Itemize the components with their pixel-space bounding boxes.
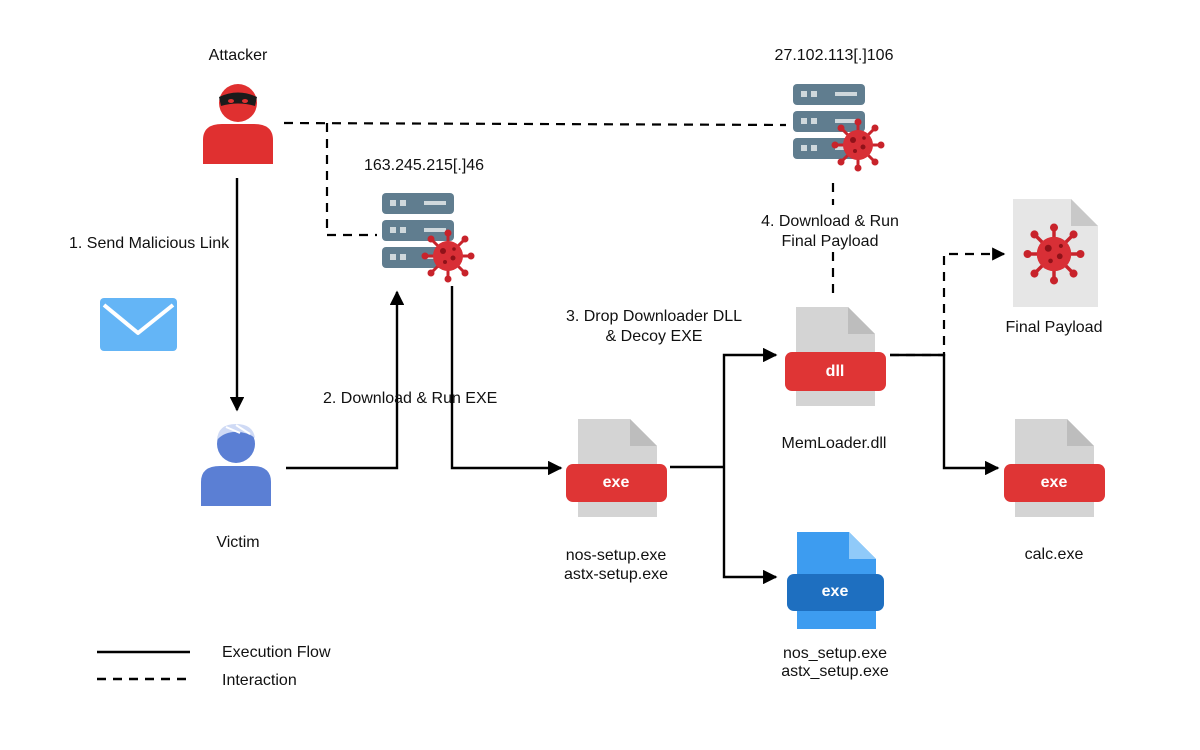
server2-ip-label: 27.102.113[.]106 — [774, 47, 894, 64]
attacker-icon — [203, 84, 273, 164]
arrow-server1-exe — [450, 286, 563, 476]
memloader-dll-file-icon — [785, 307, 886, 406]
memloader-label: MemLoader.dll — [781, 435, 887, 452]
calc-exe-label: calc.exe — [1024, 546, 1084, 563]
dashed-attacker-server2 — [283, 121, 787, 127]
step2-label: 2. Download & Run EXE — [323, 390, 498, 407]
setup-exe-badge-text: exe — [602, 474, 630, 491]
victim-label: Victim — [216, 534, 260, 551]
setup-exe-name-2: astx-setup.exe — [563, 566, 669, 583]
calc-exe-file-icon — [1004, 419, 1105, 517]
final-payload-file-icon — [1013, 199, 1098, 307]
final-payload-label: Final Payload — [1005, 319, 1103, 336]
calc-exe-badge-text: exe — [1040, 474, 1068, 491]
step1-label: 1. Send Malicious Link — [69, 235, 230, 252]
setup-exe-name-1: nos-setup.exe — [565, 547, 667, 564]
dashed-to-final-payload — [890, 247, 1006, 357]
arrow-to-decoy-exe — [722, 467, 778, 585]
legend-execution-label: Execution Flow — [222, 644, 331, 661]
decoy-exe-badge-text: exe — [821, 583, 849, 600]
server-27-icon — [793, 84, 886, 173]
dashed-attacker-server1 — [325, 123, 377, 237]
step3-label-2: & Decoy EXE — [605, 328, 703, 345]
server1-ip-label: 163.245.215[.]46 — [363, 157, 485, 174]
dll-badge-text: dll — [825, 363, 845, 380]
arrow-to-dll — [722, 347, 778, 467]
decoy-exe-file-icon — [787, 532, 884, 629]
step4-label-2: Final Payload — [778, 232, 882, 252]
mail-icon — [100, 298, 177, 351]
attacker-label: Attacker — [208, 47, 268, 64]
legend-interaction-label: Interaction — [222, 672, 297, 689]
decoy-exe-name-1: nos_setup.exe — [782, 645, 888, 662]
victim-icon — [201, 424, 271, 506]
arrow-victim-server1 — [286, 290, 405, 470]
server-163-icon — [382, 193, 476, 284]
step4-label-1: 4. Download & Run — [758, 212, 902, 232]
arrow-dll-calc — [890, 353, 1000, 476]
step3-label-1: 3. Drop Downloader DLL — [565, 308, 743, 325]
setup-exe-file-icon — [566, 419, 667, 517]
decoy-exe-name-2: astx_setup.exe — [781, 663, 889, 680]
